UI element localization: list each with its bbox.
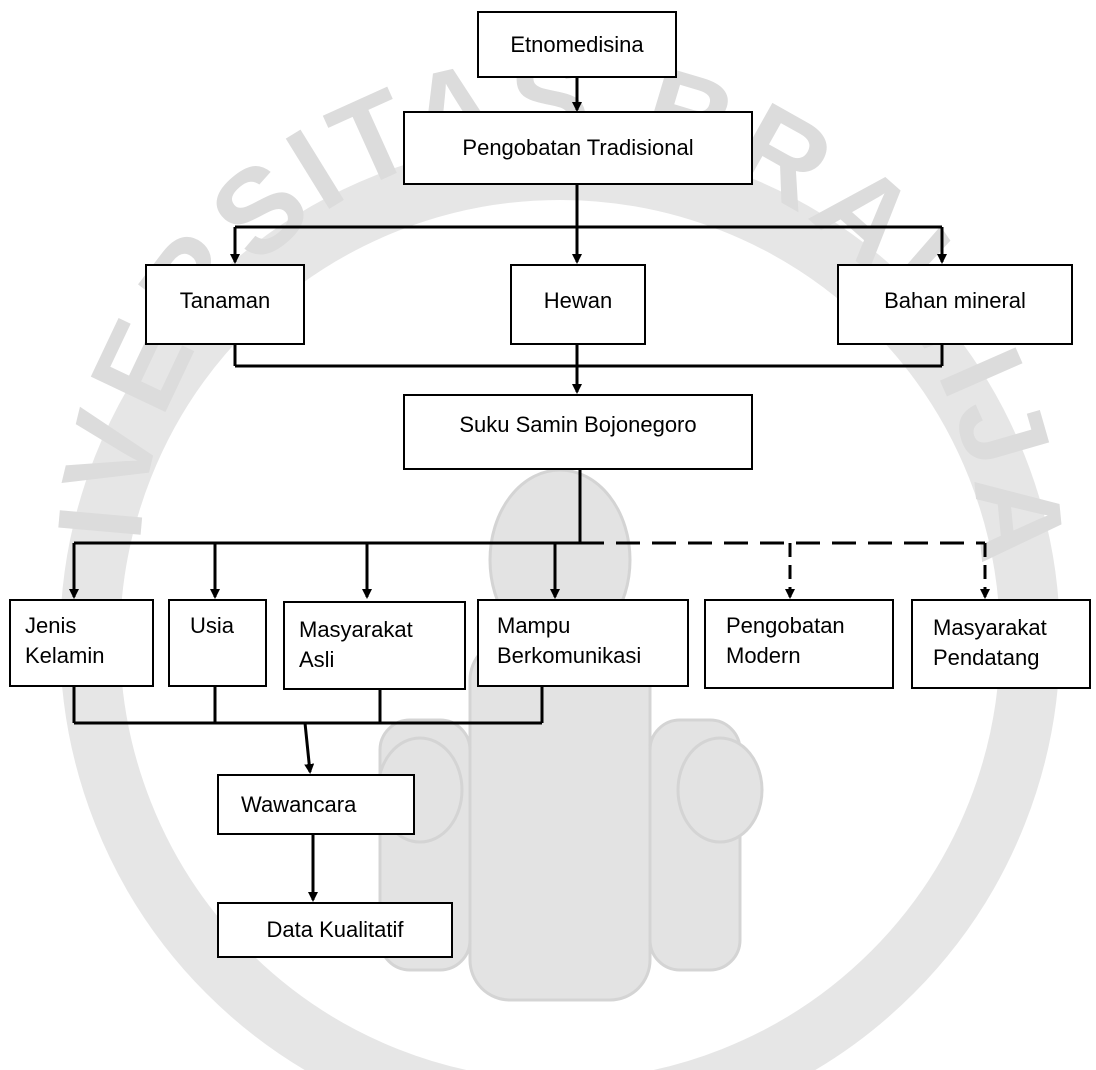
edge-to-wawancara (303, 722, 315, 774)
node-masyarakat-pendatang-label: Masyarakat Pendatang (933, 615, 1047, 670)
node-wawancara: Wawancara (217, 774, 415, 835)
node-pengobatan-modern: Pengobatan Modern (704, 599, 894, 689)
node-masyarakat-asli-label: Masyarakat Asli (299, 617, 413, 672)
node-tanaman: Tanaman (145, 264, 305, 345)
node-suku-samin-label: Suku Samin Bojonegoro (459, 412, 697, 437)
node-usia: Usia (168, 599, 267, 687)
node-bahan-mineral: Bahan mineral (837, 264, 1073, 345)
node-pengobatan-tradisional: Pengobatan Tradisional (403, 111, 753, 185)
node-jenis-kelamin: Jenis Kelamin (9, 599, 154, 687)
node-mampu-berkomunikasi-label: Mampu Berkomunikasi (497, 613, 642, 668)
node-wawancara-label: Wawancara (241, 791, 357, 817)
node-usia-label: Usia (190, 613, 235, 638)
node-pengobatan-tradisional-label: Pengobatan Tradisional (462, 135, 694, 160)
node-bahan-mineral-label: Bahan mineral (884, 288, 1026, 313)
node-hewan: Hewan (510, 264, 646, 345)
node-jenis-kelamin-label: Jenis Kelamin (25, 613, 105, 668)
node-mampu-berkomunikasi: Mampu Berkomunikasi (477, 599, 689, 687)
node-pengobatan-modern-label: Pengobatan Modern (726, 613, 845, 668)
node-masyarakat-asli: Masyarakat Asli (283, 601, 466, 690)
node-data-kualitatif-label: Data Kualitatif (266, 917, 404, 942)
node-suku-samin: Suku Samin Bojonegoro (403, 394, 753, 470)
node-etnomedisina-label: Etnomedisina (510, 31, 644, 57)
node-hewan-label: Hewan (543, 288, 613, 313)
node-etnomedisina: Etnomedisina (477, 11, 677, 78)
node-masyarakat-pendatang: Masyarakat Pendatang (911, 599, 1091, 689)
node-data-kualitatif: Data Kualitatif (217, 902, 453, 958)
node-tanaman-label: Tanaman (179, 288, 271, 313)
